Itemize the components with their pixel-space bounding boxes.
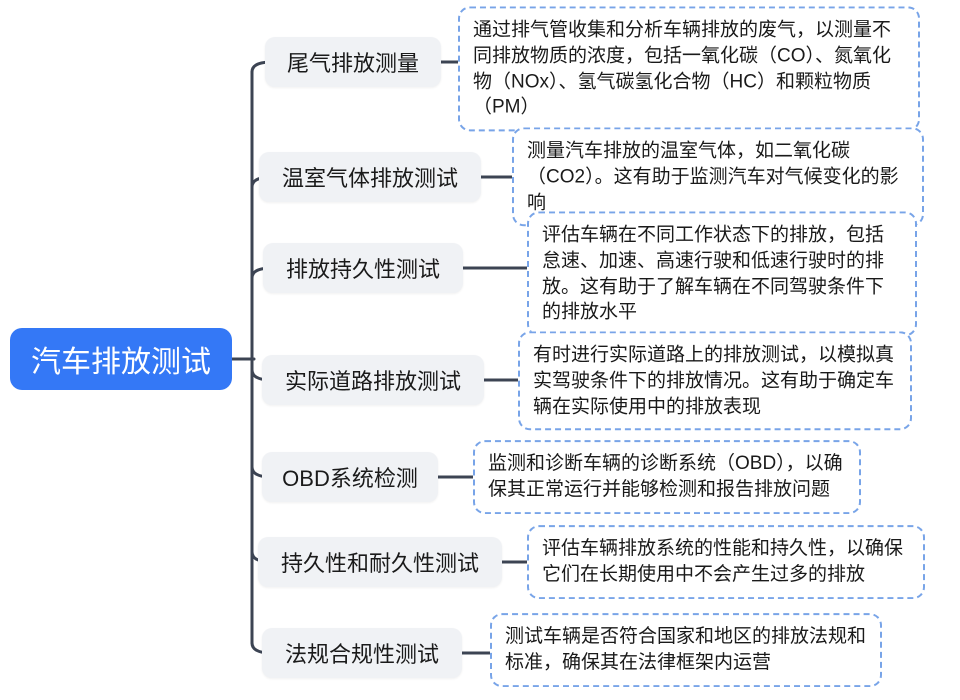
branch-node-1[interactable]: 尾气排放测量 [265, 37, 441, 87]
leaf-text: 监测和诊断车辆的诊断系统（OBD），以确保其正常运行并能够检测和报告排放问题 [488, 453, 843, 500]
leaf-text: 评估车辆在不同工作状态下的排放，包括怠速、加速、高速行驶和低速行驶时的排放。这有… [542, 224, 885, 323]
branch-node-7[interactable]: 法规合规性测试 [262, 628, 462, 678]
leaf-node-1[interactable]: 通过排气管收集和分析车辆排放的废气，以测量不同排放物质的浓度，包括一氧化碳（CO… [458, 6, 920, 132]
branch-node-4[interactable]: 实际道路排放测试 [262, 355, 484, 405]
leaf-node-7[interactable]: 测试车辆是否符合国家和地区的排放法规和标准，确保其在法律框架内运营 [490, 613, 882, 687]
branch-label: 法规合规性测试 [284, 642, 439, 667]
branch-label: 实际道路排放测试 [284, 369, 461, 394]
root-label: 汽车排放测试 [31, 346, 211, 379]
leaf-node-6[interactable]: 评估车辆排放系统的性能和持久性，以确保它们在长期使用中不会产生过多的排放 [527, 525, 925, 599]
branch-label: 温室气体排放测试 [281, 166, 458, 191]
branch-node-6[interactable]: 持久性和耐久性测试 [258, 537, 502, 587]
leaf-text: 通过排气管收集和分析车辆排放的废气，以测量不同排放物质的浓度，包括一氧化碳（CO… [473, 19, 892, 118]
branch-node-3[interactable]: 排放持久性测试 [263, 243, 463, 293]
branch-label: 排放持久性测试 [285, 257, 440, 282]
branch-node-5[interactable]: OBD系统检测 [262, 452, 438, 502]
leaf-text: 测量汽车排放的温室气体，如二氧化碳（CO2）。这有助于监测汽车对气候变化的影响 [527, 140, 899, 213]
branch-label: 尾气排放测量 [286, 51, 419, 76]
leaf-node-4[interactable]: 有时进行实际道路上的排放测试，以模拟真实驾驶条件下的排放情况。这有助于确定车辆在… [518, 331, 912, 431]
leaf-text: 测试车辆是否符合国家和地区的排放法规和标准，确保其在法律框架内运营 [505, 626, 867, 673]
branch-label: 持久性和耐久性测试 [280, 551, 479, 576]
leaf-text: 有时进行实际道路上的排放测试，以模拟真实驾驶条件下的排放情况。这有助于确定车辆在… [533, 344, 895, 417]
leaf-node-2[interactable]: 测量汽车排放的温室气体，如二氧化碳（CO2）。这有助于监测汽车对气候变化的影响 [512, 127, 924, 227]
leaf-text: 评估车辆排放系统的性能和持久性，以确保它们在长期使用中不会产生过多的排放 [542, 538, 904, 585]
branch-label: OBD系统检测 [282, 466, 418, 491]
branch-node-2[interactable]: 温室气体排放测试 [259, 152, 481, 202]
leaf-node-5[interactable]: 监测和诊断车辆的诊断系统（OBD），以确保其正常运行并能够检测和报告排放问题 [473, 440, 861, 514]
root-node[interactable]: 汽车排放测试 [10, 328, 232, 390]
leaf-node-3[interactable]: 评估车辆在不同工作状态下的排放，包括怠速、加速、高速行驶和低速行驶时的排放。这有… [527, 211, 917, 337]
